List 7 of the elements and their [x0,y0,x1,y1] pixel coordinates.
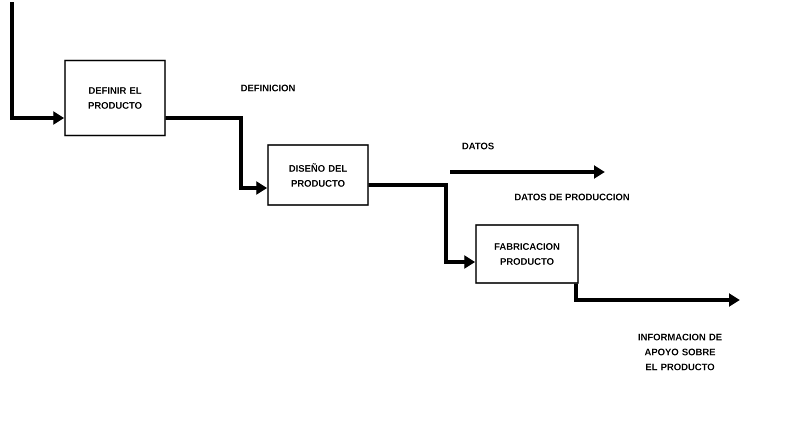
process-box: FABRICACION PRODUCTO [475,224,579,284]
edge-label: DEFINICION [240,84,296,92]
process-box: DISEÑO DEL PRODUCTO [267,144,369,206]
flow-label: DATOS [462,142,494,150]
process-box: DEFINIR EL PRODUCTO [64,60,166,136]
edge-label: INFORMACION DE APOYO SOBRE EL PRODUCTO [626,332,734,372]
flow-label: DATOS DE PRODUCCION [514,194,630,200]
